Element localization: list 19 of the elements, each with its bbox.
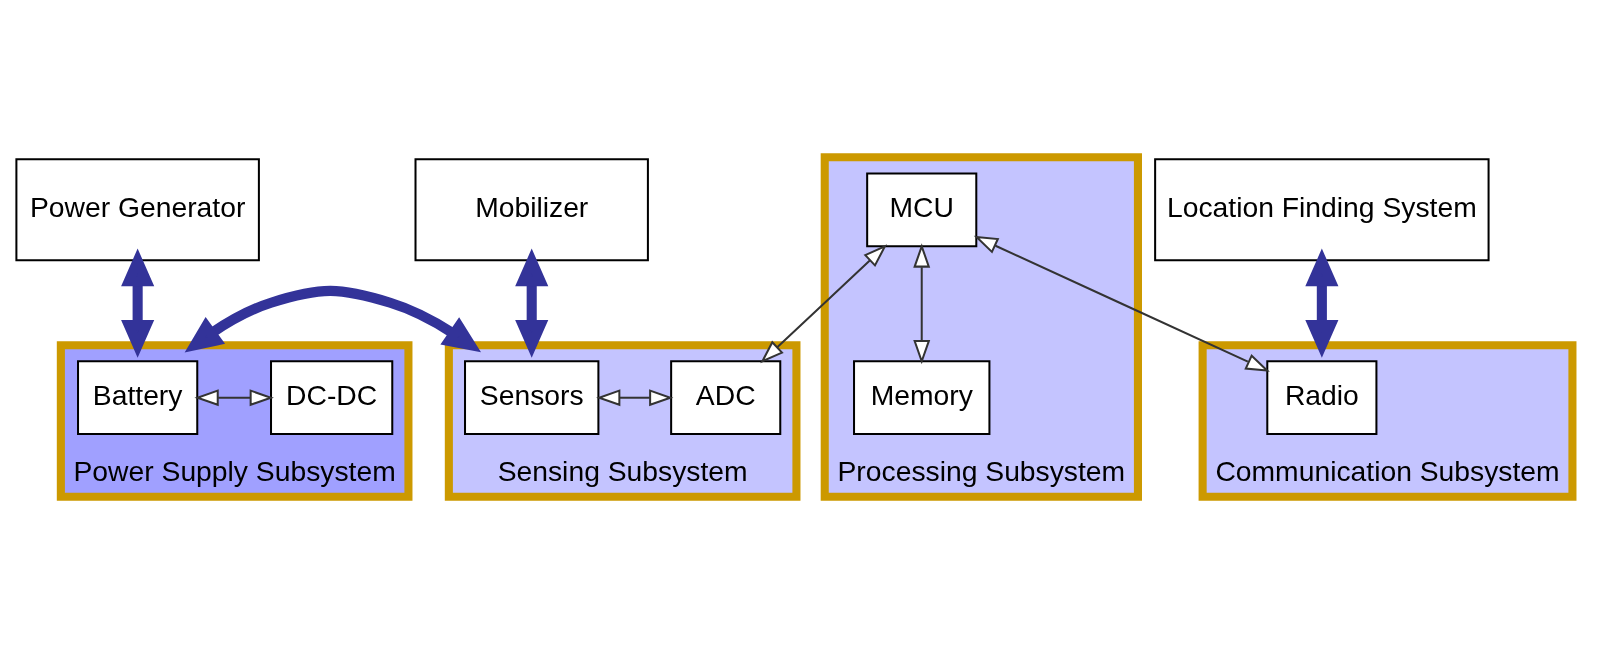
arrow [596,388,674,406]
node-box: Memory [853,359,991,435]
arrow [1305,248,1339,358]
node-box: MCU [866,171,978,247]
node-box: Power Generator [15,157,260,261]
arrow [760,243,888,363]
node-box: ADC [670,359,782,435]
node-box: Radio [1266,359,1378,435]
node-box: Location Finding System [1154,157,1490,261]
node-box: Sensors [464,359,600,435]
arrow [184,285,481,353]
arrow [121,248,155,358]
node-box: DC-DC [270,359,394,435]
node-box: Battery [77,359,199,435]
arrow [973,235,1270,372]
arrow [194,388,274,406]
node-box: Mobilizer [414,157,649,261]
arrow [515,248,549,358]
arrow [913,242,931,364]
